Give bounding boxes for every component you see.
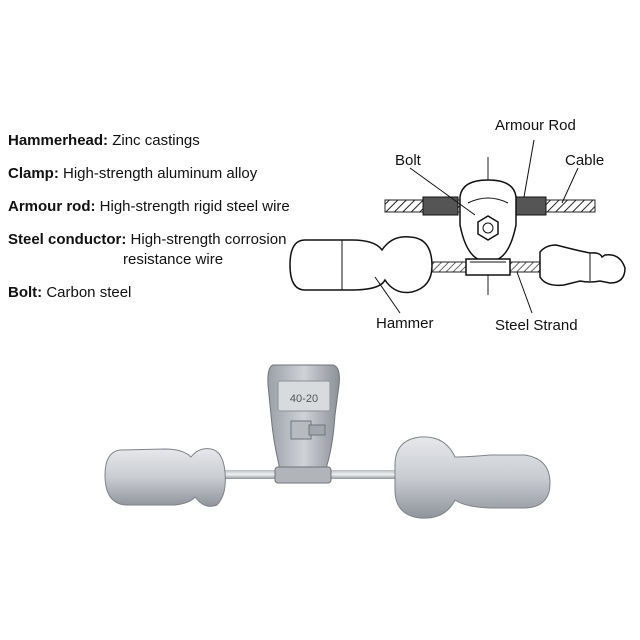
spec-value: Zinc castings xyxy=(112,132,200,149)
photo-right-hammer xyxy=(394,436,551,519)
clamp-inner-curve xyxy=(467,197,509,204)
spec-label: Clamp: xyxy=(8,165,59,182)
spec-label: Armour rod: xyxy=(8,198,96,215)
cable-label: Cable xyxy=(565,152,604,169)
product-photo: 40-20 xyxy=(104,364,551,519)
photo-left-hammer xyxy=(104,448,226,507)
photo-bolt-shank xyxy=(308,424,326,436)
spec-label: Bolt: xyxy=(8,284,43,301)
photo-clamp-base xyxy=(274,466,332,484)
spec-label: Hammerhead: xyxy=(8,132,109,149)
right-hammer-shape xyxy=(539,244,626,287)
spec-armour-rod: Armour rod: High-strength rigid steel wi… xyxy=(8,197,293,217)
steel-strand-leader xyxy=(516,271,533,314)
specification-list: Hammerhead: Zinc castings Clamp: High-st… xyxy=(8,131,293,316)
spec-hammerhead: Hammerhead: Zinc castings xyxy=(8,131,293,151)
bolt-hole xyxy=(482,222,494,234)
photo-clamp-plate xyxy=(277,380,331,412)
spec-value: High-strength aluminum alloy xyxy=(63,165,258,182)
hammer-label: Hammer xyxy=(376,315,434,332)
bolt-label: Bolt xyxy=(395,152,422,169)
bolt-hex-shape xyxy=(477,215,499,241)
spec-steel-conductor: Steel conductor: High-strength corrosion… xyxy=(8,230,293,270)
spec-value: Carbon steel xyxy=(46,284,132,301)
clamp-base-shape xyxy=(465,258,511,276)
hammer-leader xyxy=(374,276,401,314)
photo-clamp-marking: 40-20 xyxy=(290,393,318,405)
armour-rod-label: Armour Rod xyxy=(495,117,576,134)
bolt-leader xyxy=(409,167,476,216)
photo-bolt-head xyxy=(290,420,312,440)
spec-bolt: Bolt: Carbon steel xyxy=(8,283,293,303)
spec-value: High-strength corrosion xyxy=(130,231,287,248)
spec-label: Steel conductor: xyxy=(8,231,127,248)
steel-strand-label: Steel Strand xyxy=(495,317,578,334)
left-hammer-shape xyxy=(289,236,433,294)
armour-rod-right xyxy=(515,196,547,216)
armour-rod-left xyxy=(422,196,459,216)
damper-schematic-diagram: Armour Rod Bolt Cable Hammer Steel Stran… xyxy=(289,117,626,334)
armour-rod-leader xyxy=(523,139,535,198)
spec-value-continued: resistance wire xyxy=(123,251,224,268)
spec-clamp: Clamp: High-strength aluminum alloy xyxy=(8,164,293,184)
cable-leader xyxy=(561,167,579,204)
spec-value: High-strength rigid steel wire xyxy=(99,198,290,215)
